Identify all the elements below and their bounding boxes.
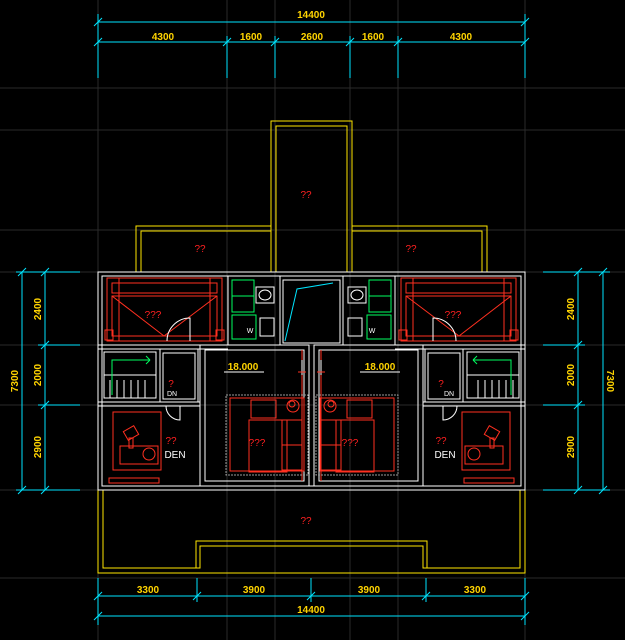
top-total-dimension: 14400 bbox=[297, 10, 325, 21]
room-label-right-bedroom: ??? bbox=[445, 310, 462, 321]
furniture-left bbox=[104, 277, 225, 484]
roof-outlines bbox=[97, 120, 526, 574]
door-swings bbox=[165, 317, 458, 421]
stair-right bbox=[466, 351, 520, 399]
elevation-label-left: 18.000 bbox=[228, 362, 259, 373]
bottom-segment-dimension: 3900 bbox=[358, 585, 381, 596]
bottom-segment-dimension: 3900 bbox=[243, 585, 266, 596]
top-segment-dimension: 1600 bbox=[240, 32, 263, 43]
washroom-label-right: W bbox=[369, 328, 376, 335]
left-segment-dimension: 2400 bbox=[33, 297, 44, 320]
bottom-segment-dimension: 3300 bbox=[464, 585, 487, 596]
room-label-left-hall: ??? bbox=[249, 438, 266, 449]
room-label-upper-right-terrace: ?? bbox=[405, 244, 417, 255]
room-label-right-stair-note: ? bbox=[438, 379, 444, 390]
room-label-left-bedroom: ??? bbox=[145, 310, 162, 321]
right-segment-dimension: 2900 bbox=[566, 435, 577, 458]
elevation-label-right: 18.000 bbox=[365, 362, 396, 373]
bottom-total-dimension: 14400 bbox=[297, 605, 325, 616]
bedroom-left bbox=[225, 394, 309, 476]
building-walls bbox=[97, 271, 526, 491]
left-segment-dimension: 2900 bbox=[33, 435, 44, 458]
top-segment-dimension: 4300 bbox=[152, 32, 175, 43]
room-label-bottom-terrace: ?? bbox=[300, 516, 312, 527]
down-label-left: DN bbox=[167, 391, 177, 398]
room-label-upper-left-terrace: ?? bbox=[194, 244, 206, 255]
room-label-tower: ?? bbox=[300, 190, 312, 201]
den-label-left: DEN bbox=[164, 450, 185, 461]
left-total-dimension: 7300 bbox=[10, 369, 21, 392]
top-segment-dimension: 2600 bbox=[301, 32, 324, 43]
top-dimension-lines bbox=[93, 14, 530, 78]
down-label-right: DN bbox=[444, 391, 454, 398]
right-segment-dimension: 2000 bbox=[566, 363, 577, 386]
bottom-segment-dimension: 3300 bbox=[137, 585, 160, 596]
left-segment-dimension: 2000 bbox=[33, 363, 44, 386]
room-label-left-stair-note: ? bbox=[168, 379, 174, 390]
furniture-right bbox=[398, 277, 519, 484]
bedroom-right bbox=[315, 394, 399, 476]
room-label-left-den: ?? bbox=[165, 436, 177, 447]
top-segment-dimension: 4300 bbox=[450, 32, 473, 43]
washroom-label-left: W bbox=[247, 328, 254, 335]
bottom-dimension-lines bbox=[93, 578, 530, 625]
right-segment-dimension: 2400 bbox=[566, 297, 577, 320]
right-total-dimension: 7300 bbox=[604, 370, 615, 393]
bathroom-left bbox=[231, 279, 275, 340]
bathroom-right bbox=[347, 279, 392, 340]
right-dimension-lines bbox=[543, 267, 610, 495]
central-void bbox=[282, 279, 341, 344]
stair-left bbox=[103, 351, 157, 399]
room-label-right-den: ?? bbox=[435, 436, 447, 447]
left-dimension-lines bbox=[16, 267, 80, 495]
room-label-right-hall: ??? bbox=[342, 438, 359, 449]
den-label-right: DEN bbox=[434, 450, 455, 461]
top-segment-dimension: 1600 bbox=[362, 32, 385, 43]
